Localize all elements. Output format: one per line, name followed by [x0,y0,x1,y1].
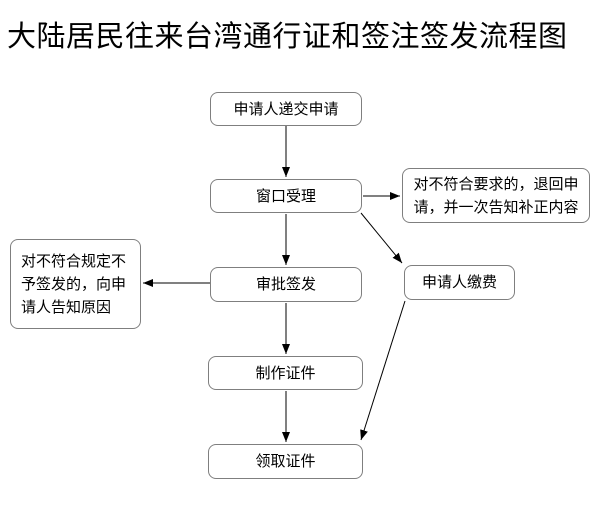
arrow-pay-to-collect [360,300,406,441]
flow-node-applicant-payment: 申请人缴费 [404,265,515,300]
flow-node-approval-issuance: 审批签发 [210,267,362,302]
flow-node-produce-document: 制作证件 [208,356,363,390]
flow-node-submit-application: 申请人递交申请 [210,92,362,126]
flow-node-return-application-note: 对不符合要求的，退回申请，并一次告知补正内容 [402,168,590,223]
flow-node-window-acceptance: 窗口受理 [210,179,362,213]
arrow-accept-to-pay [360,212,403,264]
flow-node-denial-notification: 对不符合规定不予签发的，向申请人告知原因 [10,239,141,329]
flow-node-collect-document: 领取证件 [208,444,363,479]
page-title: 大陆居民往来台湾通行证和签注签发流程图 [7,21,568,53]
